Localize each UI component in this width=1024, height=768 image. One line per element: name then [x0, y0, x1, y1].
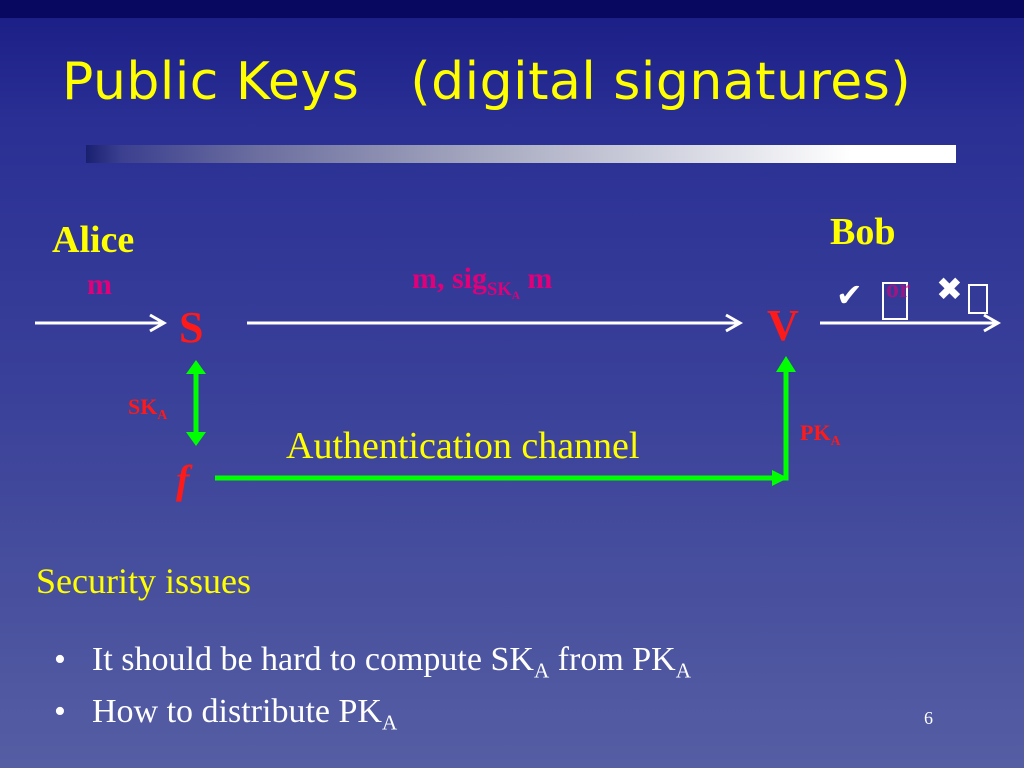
- title-underline: [86, 145, 956, 163]
- secret-key-arrow-head-bottom: [186, 432, 206, 446]
- reject-cross-icon: ✖: [936, 271, 963, 307]
- page-number: 6: [924, 708, 933, 728]
- list-item: •It should be hard to compute SKA from P…: [54, 641, 691, 683]
- slide-title: Public Keys (digital signatures): [62, 52, 912, 112]
- security-heading: Security issues: [36, 561, 251, 601]
- missing-glyph-icon-2: [968, 284, 988, 314]
- input-message: m: [87, 268, 112, 301]
- input-arrow-head: [149, 313, 168, 333]
- or-label: or: [886, 274, 911, 303]
- bob-label: Bob: [830, 211, 896, 253]
- verify-box: V: [767, 301, 799, 350]
- sign-box: S: [179, 303, 204, 352]
- channel-arrow-head: [725, 313, 744, 333]
- alice-label: Alice: [52, 219, 135, 261]
- key-function: f: [176, 457, 190, 502]
- auth-channel-arrow-up: [776, 356, 796, 372]
- top-bar: [0, 0, 1024, 18]
- public-key-label: PKA: [800, 420, 841, 448]
- secret-key-arrow-head-top: [186, 360, 206, 374]
- accept-check-icon: ✔: [836, 277, 863, 313]
- list-item: •How to distribute PKA: [54, 693, 398, 735]
- output-arrow-head: [983, 313, 1002, 333]
- secret-key-label: SKA: [128, 394, 168, 422]
- security-issues-list: •It should be hard to compute SKA from P…: [54, 634, 691, 738]
- missing-glyph-icon: [882, 282, 908, 320]
- auth-channel-label: Authentication channel: [286, 425, 640, 467]
- channel-message: m, sigSKA m: [412, 262, 553, 302]
- auth-channel-arrow-right: [772, 470, 788, 486]
